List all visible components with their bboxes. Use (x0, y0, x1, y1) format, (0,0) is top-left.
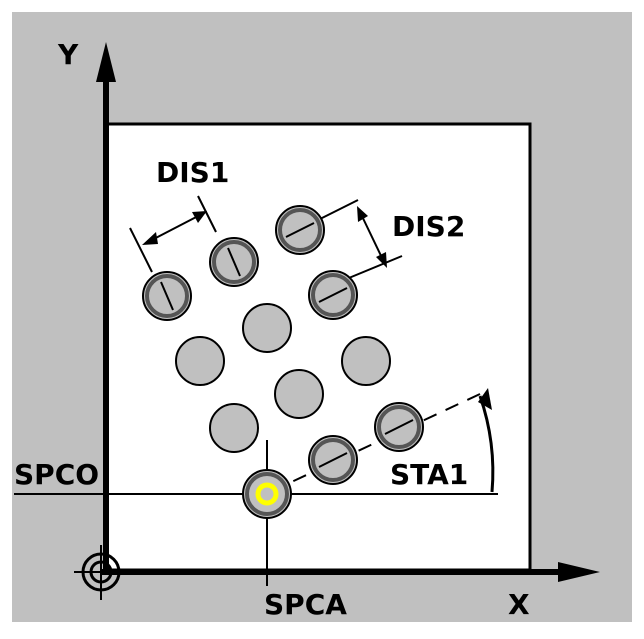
marked-hole (142, 271, 192, 321)
dis1-label: DIS1 (156, 156, 229, 189)
x-axis-arrow (558, 562, 600, 582)
x-axis-label: X (508, 588, 530, 621)
dis2-arrow-bottom (376, 252, 387, 268)
start-hole-marker-icon (242, 469, 292, 519)
dis2-arrow-top (357, 206, 368, 222)
reference-point-icon (74, 545, 128, 600)
spca-label: SPCA (264, 588, 347, 621)
dis1-dimension-line (147, 213, 203, 243)
spco-label: SPCO (14, 458, 99, 491)
hole (175, 336, 225, 386)
sta1-arc-arrow (478, 388, 492, 410)
y-axis-arrow (96, 42, 116, 82)
workpiece (104, 122, 532, 572)
marked-hole (308, 270, 358, 320)
dis1-ext-line-right (197, 195, 217, 233)
hole-grid (175, 303, 391, 453)
dis1-ext-line-left (129, 227, 153, 273)
marked-hole (308, 435, 358, 485)
hole (209, 403, 259, 453)
sta1-angle-line (269, 393, 481, 493)
dis1-arrow-right (192, 211, 207, 223)
hole (341, 336, 391, 386)
hole (274, 369, 324, 419)
sta1-label: STA1 (390, 458, 468, 491)
dis1-arrow-left (142, 232, 158, 245)
dis2-ext-line-bottom (343, 255, 403, 281)
marked-hole (374, 402, 424, 452)
y-axis-label: Y (57, 38, 79, 71)
dis2-label: DIS2 (392, 210, 465, 243)
dis2-ext-line-top (317, 199, 359, 221)
dis2-dimension-line (359, 211, 385, 263)
hole (242, 303, 292, 353)
marked-hole (209, 237, 259, 287)
marked-hole (275, 205, 325, 255)
